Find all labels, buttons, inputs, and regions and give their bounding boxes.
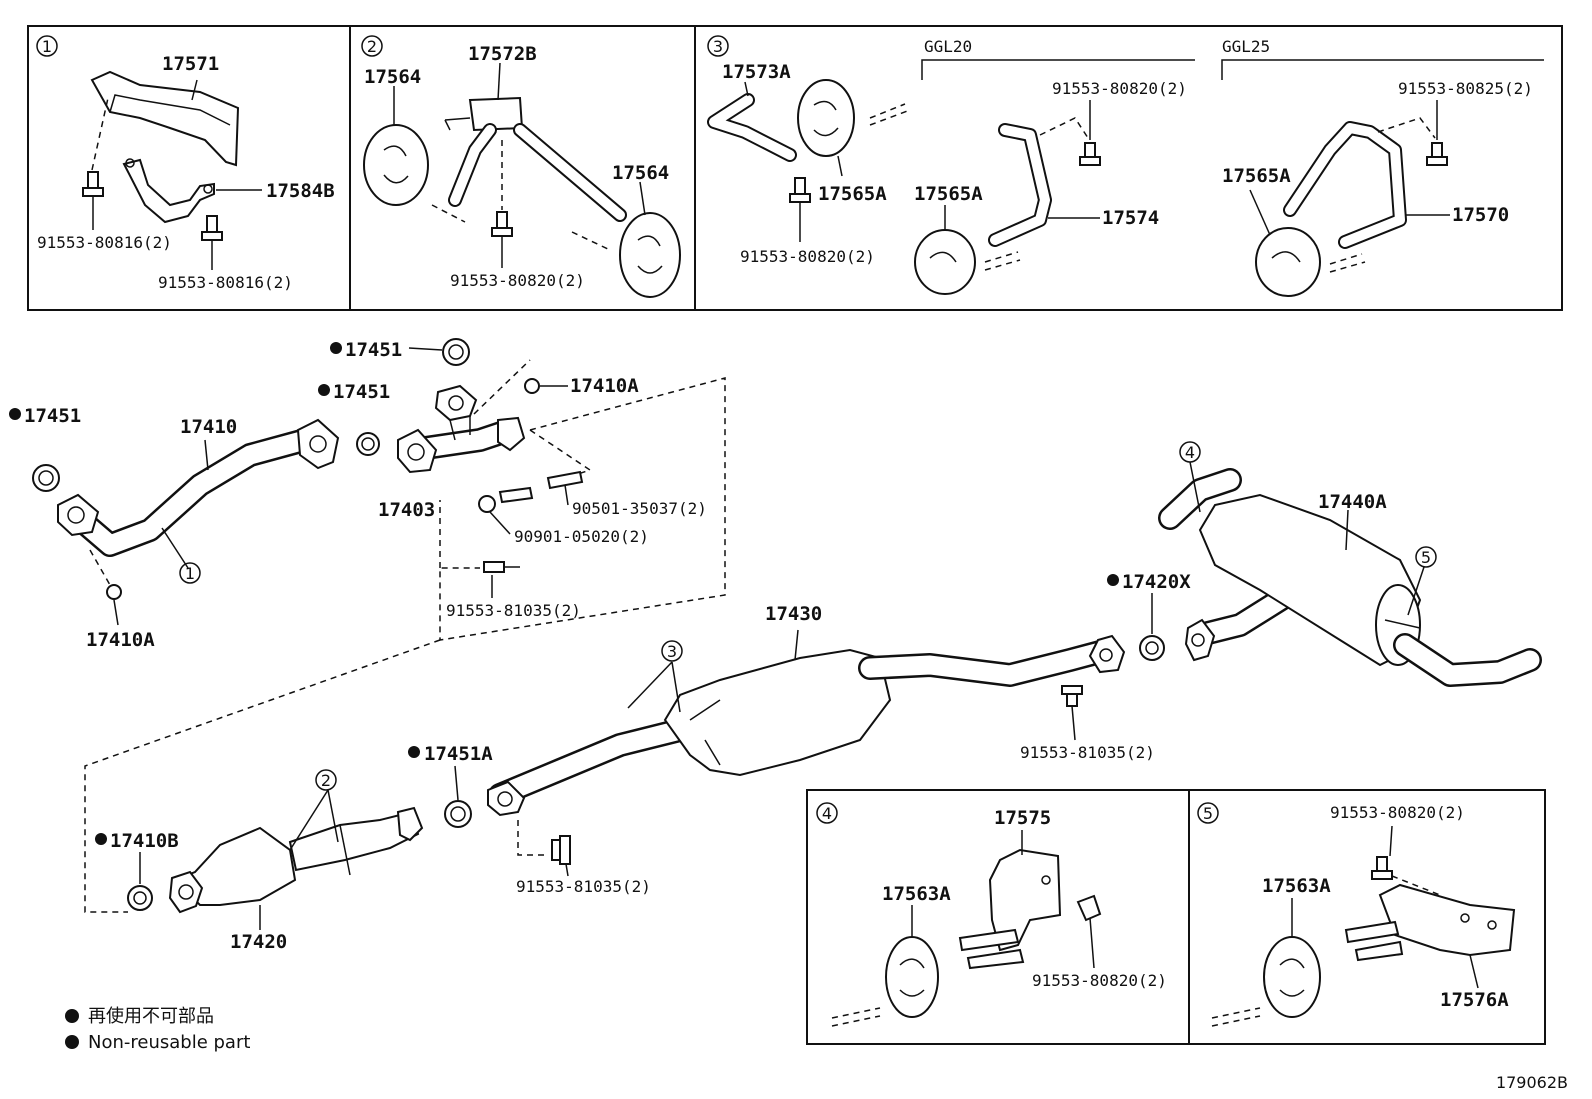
callout-1-box: 1 bbox=[42, 37, 52, 56]
label-17420X: 17420X bbox=[1122, 571, 1191, 593]
legend: 再使用不可部品 Non-reusable part bbox=[65, 1006, 250, 1053]
label-17451-b: 17451 bbox=[333, 381, 390, 403]
label-90501-35037: 90501-35037(2) bbox=[572, 499, 707, 518]
callout-4: 4 bbox=[1185, 443, 1195, 462]
label-91553-80825: 91553-80825(2) bbox=[1398, 79, 1533, 98]
label-90901-05020: 90901-05020(2) bbox=[514, 527, 649, 546]
label-91553-80820-g3: 91553-80820(2) bbox=[740, 247, 875, 266]
callout-1: 1 bbox=[185, 564, 195, 583]
non-reusable-markers bbox=[9, 342, 1119, 845]
callout-2: 2 bbox=[321, 771, 331, 790]
legend-bullet-jp bbox=[65, 1009, 79, 1023]
label-17440A: 17440A bbox=[1318, 491, 1387, 513]
label-17584B: 17584B bbox=[266, 180, 335, 202]
label-17564-b: 17564 bbox=[612, 162, 669, 184]
label-91553-81035-b: 91553-81035(2) bbox=[1020, 743, 1155, 762]
label-17430: 17430 bbox=[765, 603, 822, 625]
legend-jp: 再使用不可部品 bbox=[88, 1006, 214, 1027]
callout-3-box: 3 bbox=[713, 37, 723, 56]
label-17451-a: 17451 bbox=[345, 339, 402, 361]
label-91553-80816-b: 91553-80816(2) bbox=[158, 273, 293, 292]
label-17410B: 17410B bbox=[110, 830, 179, 852]
exhaust-assembly: 1 17451 17451 17451 17410 17410A 17410A bbox=[24, 338, 1542, 953]
label-91553-80820-ggl20: 91553-80820(2) bbox=[1052, 79, 1187, 98]
label-17563A-b: 17563A bbox=[1262, 875, 1331, 897]
label-17563A-a: 17563A bbox=[882, 883, 951, 905]
label-17410A-b: 17410A bbox=[86, 629, 155, 651]
label-17565A-a: 17565A bbox=[818, 183, 887, 205]
label-17571: 17571 bbox=[162, 53, 219, 75]
label-17451-c: 17451 bbox=[24, 405, 81, 427]
detail-box-4: 4 17575 17563A 91553-80820(2) bbox=[806, 789, 1190, 1045]
detail-box-5: 5 91553-80820(2) 17563A 17576A bbox=[1188, 789, 1546, 1045]
label-ggl20: GGL20 bbox=[924, 37, 972, 56]
label-17451A: 17451A bbox=[424, 743, 493, 765]
label-17573A: 17573A bbox=[722, 61, 791, 83]
callout-3: 3 bbox=[667, 642, 677, 661]
callout-5: 5 bbox=[1421, 548, 1431, 567]
label-17574: 17574 bbox=[1102, 207, 1159, 229]
detail-box-3: 3 17573A 17565A 91553-80820(2) GGL20 915… bbox=[694, 25, 1563, 311]
label-91553-81035-c: 91553-81035(2) bbox=[516, 877, 651, 896]
label-91553-80820-g2: 91553-80820(2) bbox=[450, 271, 585, 290]
legend-en: Non-reusable part bbox=[88, 1032, 250, 1053]
callout-4-box: 4 bbox=[822, 804, 832, 823]
label-17565A-c: 17565A bbox=[1222, 165, 1291, 187]
label-17410A-a: 17410A bbox=[570, 375, 639, 397]
label-17420: 17420 bbox=[230, 931, 287, 953]
label-ggl25: GGL25 bbox=[1222, 37, 1270, 56]
label-17403: 17403 bbox=[378, 499, 435, 521]
label-91553-80820-g5: 91553-80820(2) bbox=[1330, 803, 1465, 822]
label-17575: 17575 bbox=[994, 807, 1051, 829]
label-17572B: 17572B bbox=[468, 43, 537, 65]
detail-box-2: 2 17564 17572B 17564 91553-80820(2) bbox=[349, 25, 696, 311]
label-17564-a: 17564 bbox=[364, 66, 421, 88]
callout-2-box: 2 bbox=[367, 37, 377, 56]
figure-id: 179062B bbox=[1496, 1073, 1568, 1092]
callout-5-box: 5 bbox=[1203, 804, 1213, 823]
label-17570: 17570 bbox=[1452, 204, 1509, 226]
label-17410: 17410 bbox=[180, 416, 237, 438]
label-91553-80820-g4: 91553-80820(2) bbox=[1032, 971, 1167, 990]
label-17565A-b: 17565A bbox=[914, 183, 983, 205]
label-17576A: 17576A bbox=[1440, 989, 1509, 1011]
legend-bullet-en bbox=[65, 1035, 79, 1049]
detail-box-1: 1 17571 17584B 91553-80816(2) 91553-8081… bbox=[27, 25, 351, 311]
label-91553-80816-a: 91553-80816(2) bbox=[37, 233, 172, 252]
label-91553-81035-a: 91553-81035(2) bbox=[446, 601, 581, 620]
